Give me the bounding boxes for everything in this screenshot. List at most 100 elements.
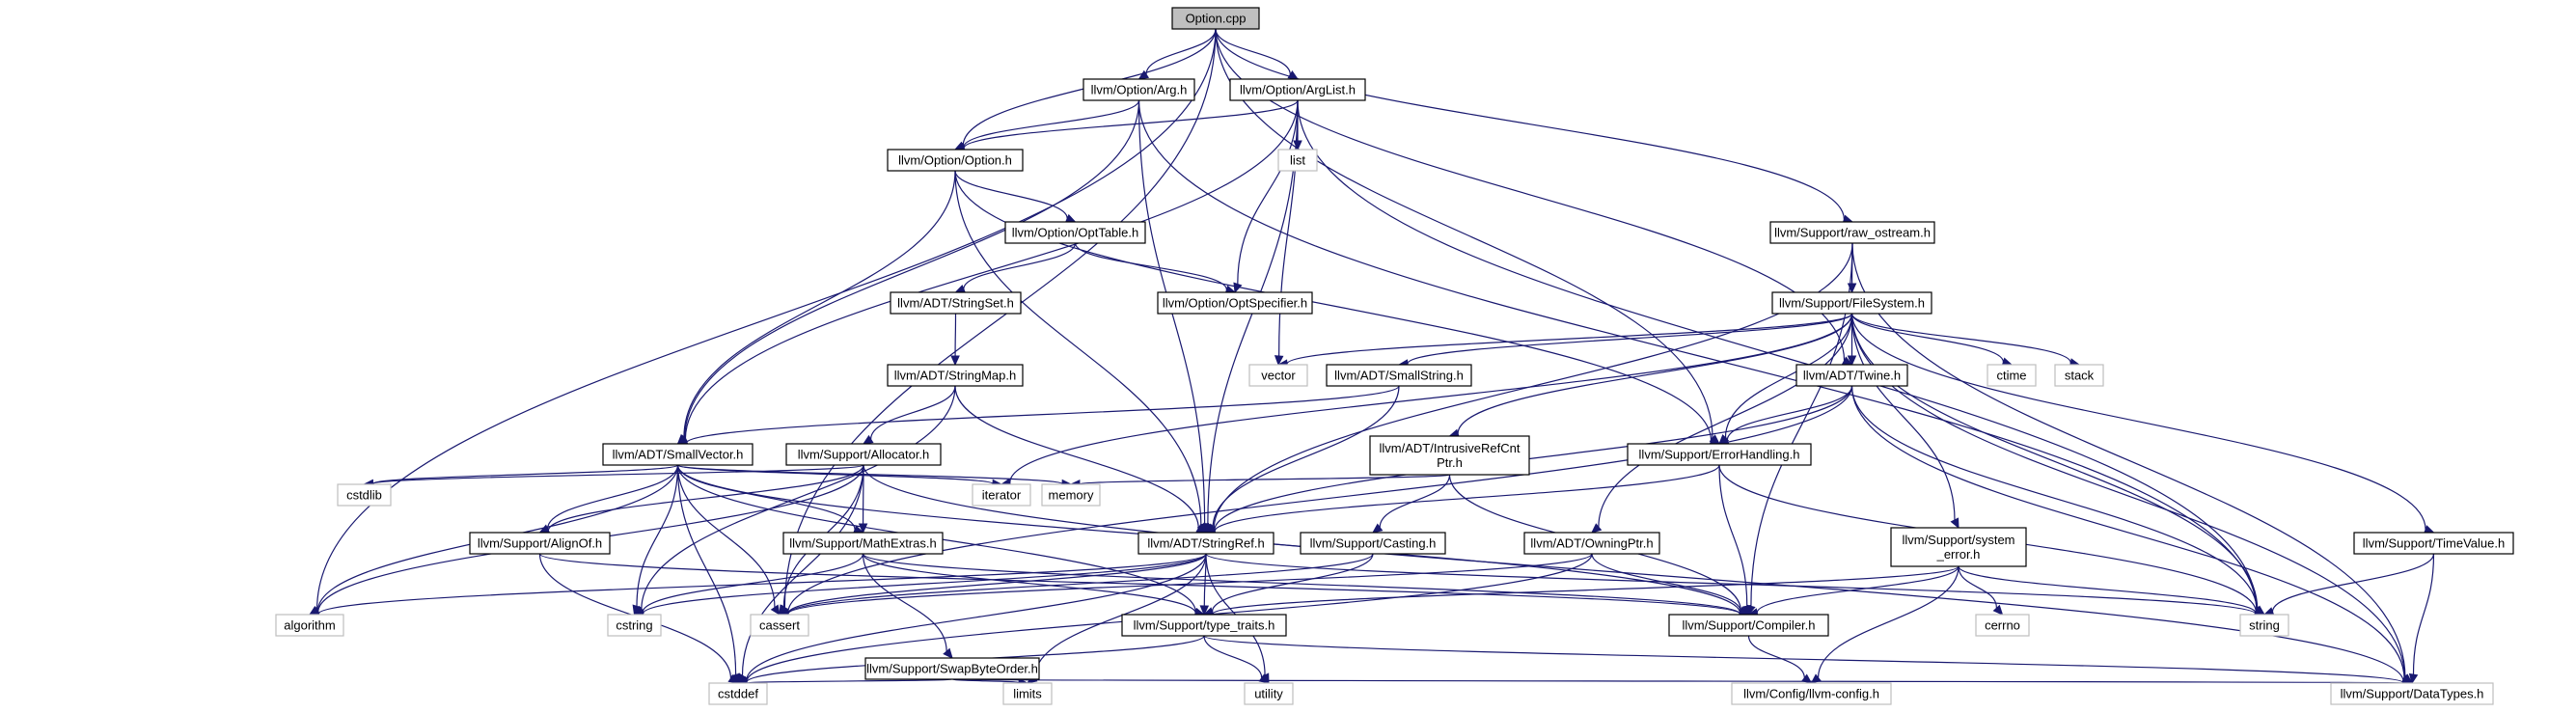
node-box — [607, 614, 662, 637]
node-box — [2353, 532, 2514, 555]
node-stringset-h[interactable]: llvm/ADT/StringSet.h — [890, 291, 1022, 315]
node-iterator: iterator — [972, 483, 1031, 507]
node-box — [782, 532, 944, 555]
node-label: llvm/Support/AlignOf.h — [478, 536, 602, 551]
node-box — [887, 364, 1024, 387]
edge-option_h-to-opttable_h — [954, 170, 1077, 223]
node-utility: utility — [1244, 682, 1294, 705]
node-label: ctime — [1996, 369, 2026, 383]
node-errorhandling-h[interactable]: llvm/Support/ErrorHandling.h — [1627, 443, 1812, 466]
node-box — [337, 483, 392, 507]
node-box — [2239, 614, 2289, 637]
node-stringmap-h[interactable]: llvm/ADT/StringMap.h — [887, 364, 1024, 387]
node-filesystem-h[interactable]: llvm/Support/FileSystem.h — [1771, 291, 1932, 315]
arrowhead — [1992, 604, 2004, 616]
edge-twine_h-to-errorhandling_h — [1717, 385, 1853, 445]
node-label: llvm/Support/raw_ostream.h — [1774, 226, 1931, 240]
node-label: cstring — [616, 618, 652, 633]
node-allocator-h[interactable]: llvm/Support/Allocator.h — [785, 443, 942, 466]
node-stack: stack — [2054, 364, 2104, 387]
node-type-traits-h[interactable]: llvm/Support/type_traits.h — [1121, 614, 1287, 637]
node-box — [1229, 78, 1366, 101]
node-casting-h[interactable]: llvm/Support/Casting.h — [1300, 532, 1446, 555]
edge-filesystem_h-to-string — [1850, 313, 2265, 616]
node-box — [1627, 443, 1812, 466]
edge-filesystem_h-to-datatypes_h — [1850, 313, 2414, 684]
node-optspecifier-h[interactable]: llvm/Option/OptSpecifier.h — [1157, 291, 1313, 315]
node-label: vector — [1261, 369, 1296, 383]
edge-filesystem_h-to-owningptr_h — [1591, 313, 1853, 534]
edge-stringmap_h-to-allocator_h — [862, 385, 956, 445]
node-swapbyteorder-h[interactable]: llvm/Support/SwapByteOrder.h — [864, 657, 1040, 680]
node-smallvector-h[interactable]: llvm/ADT/SmallVector.h — [602, 443, 754, 466]
edge-system_error_h-to-cerrno — [1958, 565, 2004, 616]
node-cstring: cstring — [607, 614, 662, 637]
node-arglist-h[interactable]: llvm/Option/ArgList.h — [1229, 78, 1366, 101]
arrowhead — [727, 673, 740, 684]
node-box — [1795, 364, 1908, 387]
node-smallstring-h[interactable]: llvm/ADT/SmallString.h — [1326, 364, 1472, 387]
edge-option_cpp-to-arg_h — [1137, 28, 1217, 80]
node-box — [1771, 291, 1932, 315]
edge-twine_h-to-string — [1850, 385, 2266, 616]
node-system-error-h[interactable]: llvm/Support/system_error.h — [1890, 527, 2027, 567]
edge-system_error_h-to-llvm_config_h — [1810, 565, 1959, 684]
node-label: llvm/Support/Casting.h — [1310, 536, 1437, 551]
node-timevalue-h[interactable]: llvm/Support/TimeValue.h — [2353, 532, 2514, 555]
node-box — [1121, 614, 1287, 637]
edge-filesystem_h-to-stack — [1850, 313, 2081, 368]
node-label: llvm/ADT/OwningPtr.h — [1530, 536, 1653, 551]
node-label: memory — [1049, 488, 1094, 503]
arrowhead — [1741, 604, 1752, 617]
node-box — [275, 614, 344, 637]
edge-option_cpp-to-raw_ostream_h — [1215, 28, 1854, 224]
node-box — [750, 614, 809, 637]
node-box — [1041, 483, 1101, 507]
node-box — [1004, 221, 1146, 244]
node-owningptr-h[interactable]: llvm/ADT/OwningPtr.h — [1523, 532, 1660, 555]
node-box — [1300, 532, 1446, 555]
node-label: llvm/Support/Compiler.h — [1683, 618, 1816, 633]
node-box — [785, 443, 942, 466]
node-box — [1668, 614, 1829, 637]
node-box — [1987, 364, 2037, 387]
arrowhead — [1950, 517, 1959, 530]
edge-arglist_h-to-vector — [1274, 99, 1299, 367]
node-mathextras-h[interactable]: llvm/Support/MathExtras.h — [782, 532, 944, 555]
node-opttable-h[interactable]: llvm/Option/OptTable.h — [1004, 221, 1146, 244]
node-label: llvm/ADT/SmallVector.h — [613, 448, 744, 462]
node-option-h[interactable]: llvm/Option/Option.h — [887, 149, 1024, 172]
node-label: llvm/ADT/Twine.h — [1803, 369, 1901, 383]
edge-smallvector_h-to-cassert — [676, 464, 781, 617]
node-box — [602, 443, 754, 466]
node-box — [1769, 221, 1935, 244]
node-box — [1244, 682, 1294, 705]
node-label: llvm/Option/Option.h — [898, 153, 1012, 168]
node-memory: memory — [1041, 483, 1101, 507]
node-box — [1975, 614, 2030, 637]
edge-smallvector_h-to-cstring — [632, 464, 679, 617]
node-label: llvm/Option/Arg.h — [1091, 83, 1188, 97]
node-box — [1002, 682, 1053, 705]
node-label: llvm/Option/OptTable.h — [1012, 226, 1139, 240]
node-arg-h[interactable]: llvm/Option/Arg.h — [1082, 78, 1195, 101]
node-label: cstddef — [718, 687, 758, 701]
edge-option_cpp-to-cassert — [779, 28, 1217, 616]
node-label: llvm/Option/ArgList.h — [1240, 83, 1356, 97]
node-label: llvm/Option/OptSpecifier.h — [1163, 296, 1307, 311]
node-twine-h[interactable]: llvm/ADT/Twine.h — [1795, 364, 1908, 387]
node-list: list — [1277, 149, 1318, 172]
edge-system_error_h-to-type_traits_h — [1202, 565, 1959, 619]
node-cstddef: cstddef — [708, 682, 768, 705]
node-raw-ostream-h[interactable]: llvm/Support/raw_ostream.h — [1769, 221, 1935, 244]
node-label: stack — [2065, 369, 2095, 383]
node-alignof-h[interactable]: llvm/Support/AlignOf.h — [469, 532, 611, 555]
node-compiler-h[interactable]: llvm/Support/Compiler.h — [1668, 614, 1829, 637]
node-box — [887, 149, 1024, 172]
arrowhead — [858, 523, 868, 535]
edge-option_cpp-to-arglist_h — [1215, 28, 1300, 80]
node-stringref-h[interactable]: llvm/ADT/StringRef.h — [1137, 532, 1274, 555]
